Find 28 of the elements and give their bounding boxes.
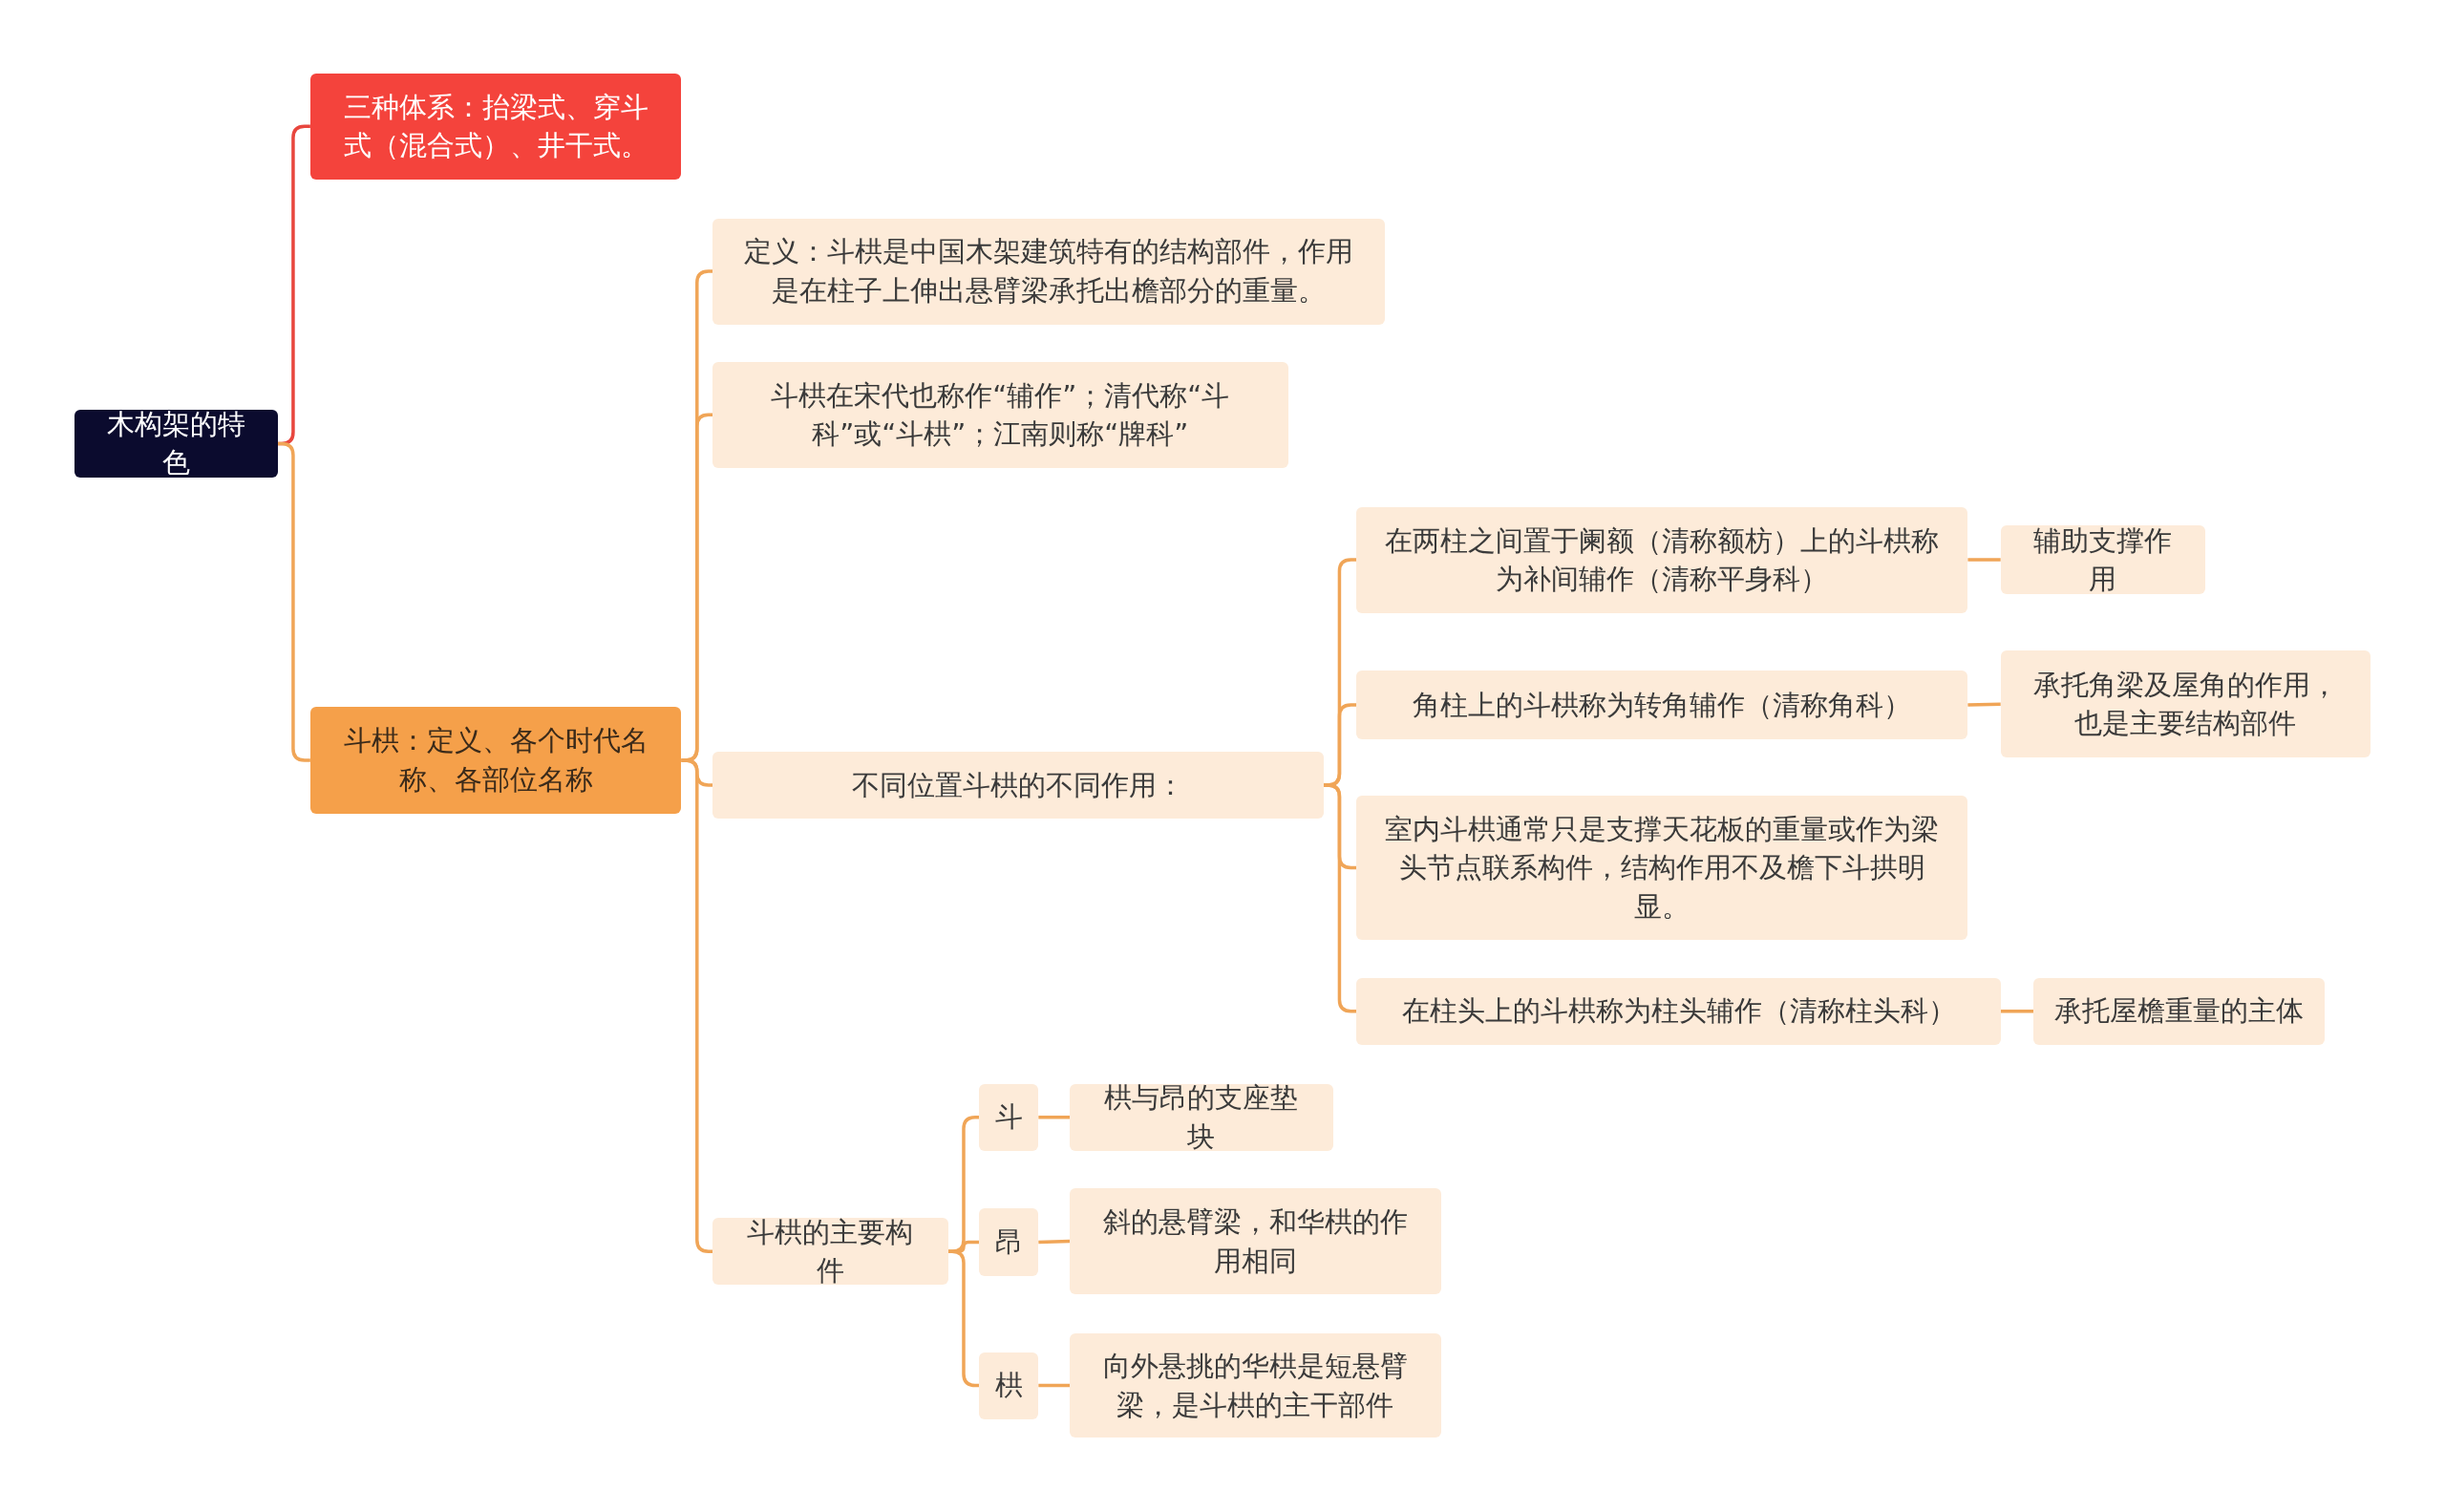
topic-box: 斗栱的主要构件 [712,1218,948,1286]
topic-box: 不同位置斗栱的不同作用： [712,751,1325,820]
connector [1324,783,1357,1013]
topic-box: 承托角梁及屋角的作用，也是主要结构部件 [2000,650,2371,758]
topic-box: 栱 [979,1352,1039,1419]
topic-box: 角柱上的斗栱称为转角辅作（清称角科） [1356,671,1968,739]
topic-box: 承托屋檐重量的主体 [2032,977,2326,1045]
topic-box: 栱与昂的支座垫块 [1070,1083,1333,1151]
root-topic: 木构架的特色 [74,410,278,478]
connector [277,441,310,762]
connector [1038,1383,1070,1388]
topic-box: 定义：斗栱是中国木架建筑特有的结构部件，作用是在柱子上伸出悬臂梁承托出檐部分的重量。 [712,218,1385,325]
topic-box: 斗栱：定义、各个时代名称、各部位名称 [309,706,682,815]
topic-box: 室内斗栱通常只是支撑天花板的重量或作为梁头节点联系构件，结构作用不及檐下斗拱明显。 [1356,795,1968,941]
connector [1967,702,2001,707]
topic-box: 三种体系：抬梁式、穿斗式（混合式）、井干式。 [309,73,682,180]
connector [1038,1116,1070,1119]
connector [2000,1010,2033,1013]
topic-box: 在两柱之间置于阑额（清称额枋）上的斗栱称为补间辅作（清称平身科） [1356,506,1968,613]
connector [1967,558,2001,562]
topic-box: 昂 [979,1208,1039,1276]
topic-box: 向外悬挑的华栱是短悬臂梁，是斗栱的主干部件 [1070,1332,1441,1438]
topic-box: 辅助支撑作用 [2000,525,2205,595]
connector [1038,1239,1071,1245]
topic-box: 在柱头上的斗栱称为柱头辅作（清称柱头科） [1356,977,2001,1045]
topic-box: 斗 [979,1083,1039,1151]
topic-box: 斜的悬臂梁，和华栱的作用相同 [1070,1188,1441,1295]
topic-box: 斗栱在宋代也称作“辅作”；清代称“斗科”或“斗栱”；江南则称“牌科” [712,361,1288,468]
